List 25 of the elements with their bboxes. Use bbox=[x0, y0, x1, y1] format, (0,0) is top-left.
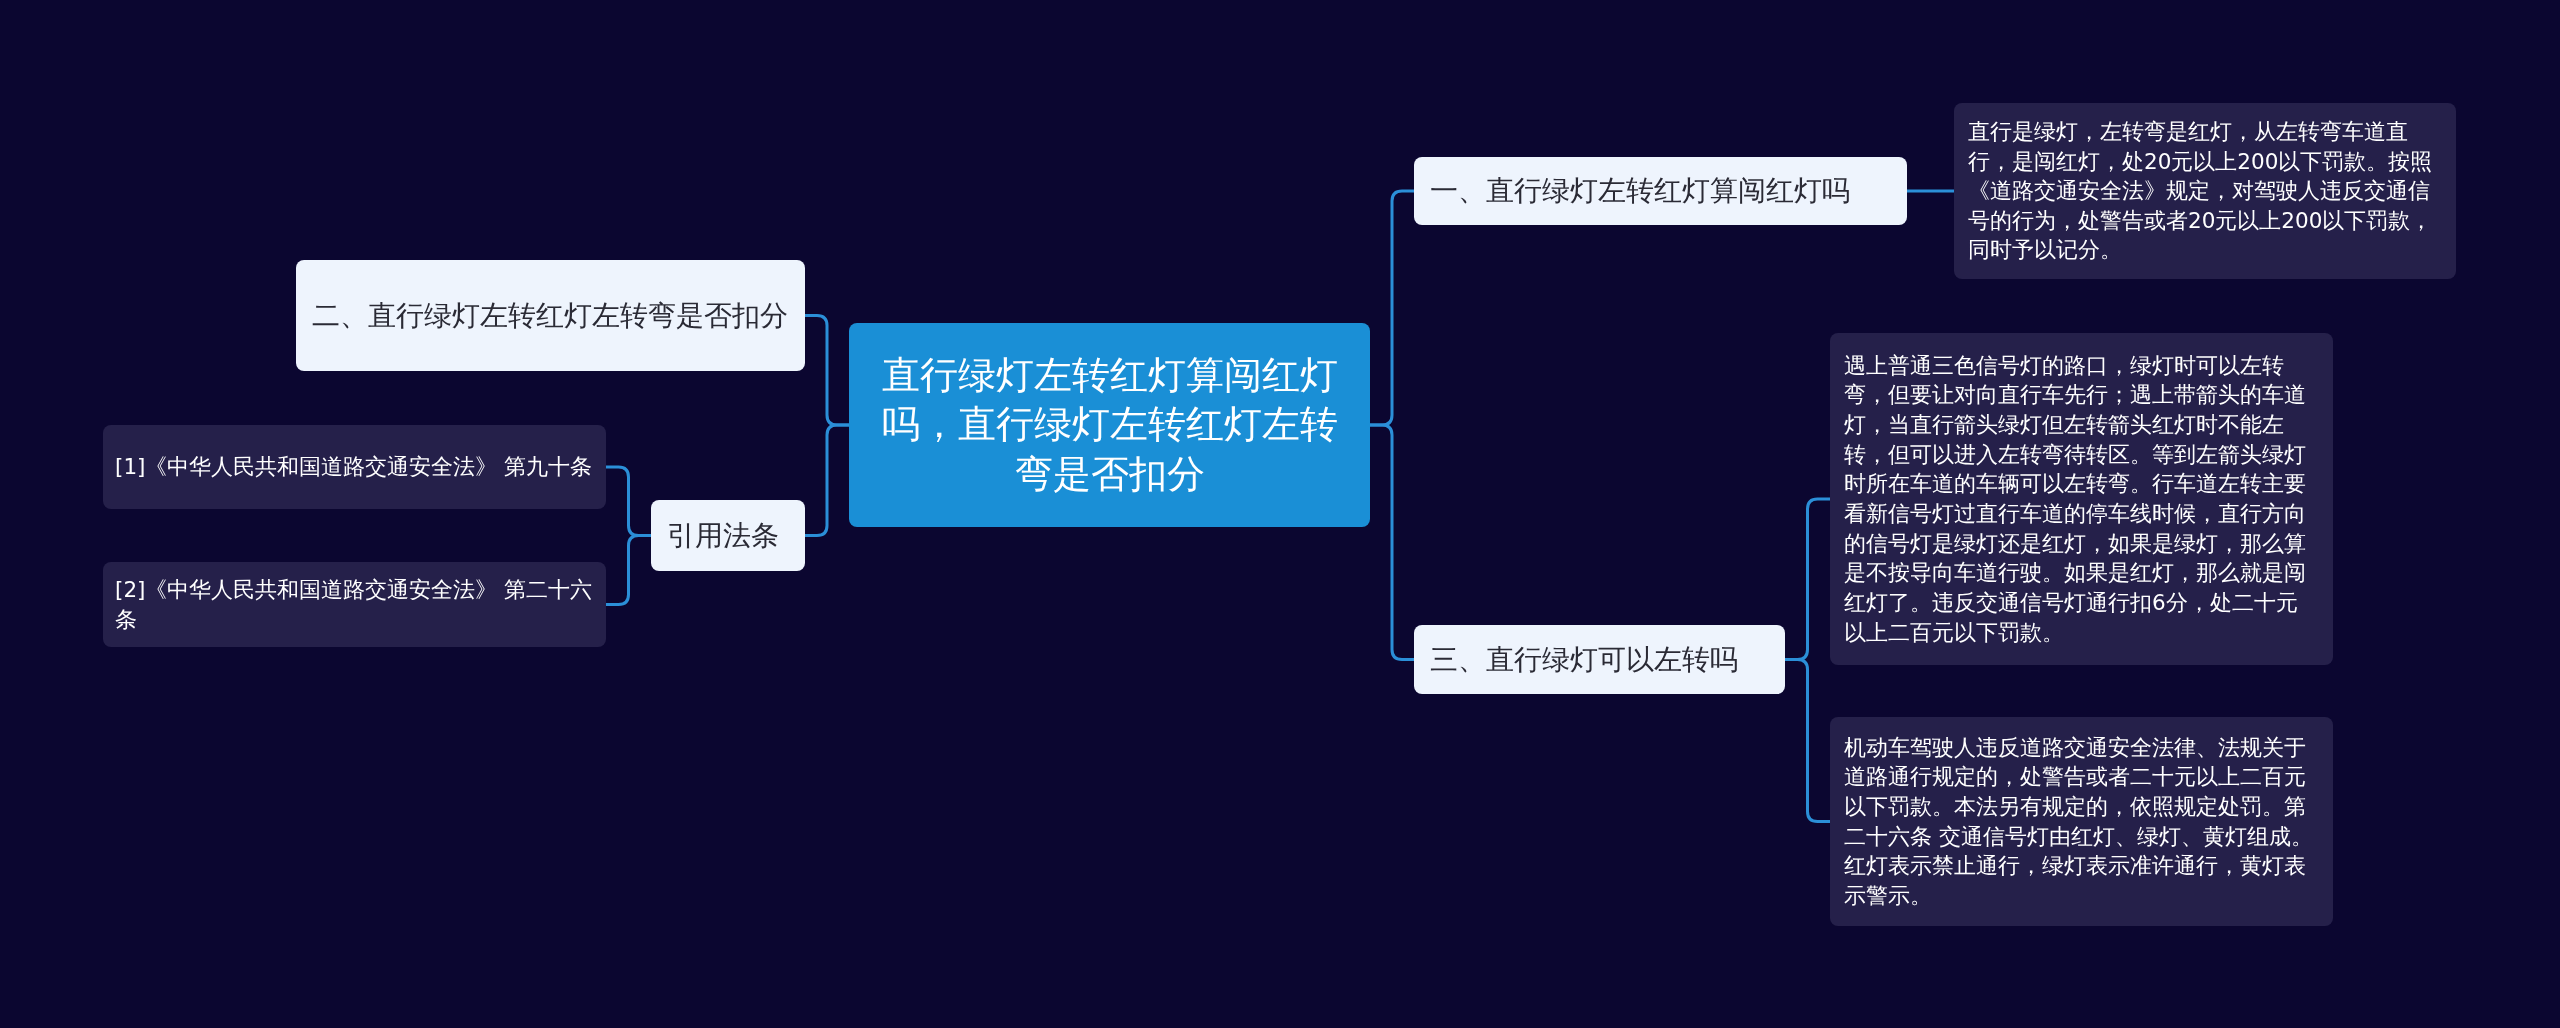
note-card bbox=[1954, 103, 2456, 279]
note-card bbox=[1830, 717, 2333, 926]
central-topic bbox=[849, 323, 1370, 527]
topic-text: 直行绿灯左转红灯算闯红灯吗，直行绿灯左转红灯左转弯是否扣分 bbox=[880, 351, 1339, 498]
topic-text: 直行是绿灯，左转弯是红灯，从左转弯车道直行，是闯红灯，处20元以上200以下罚款。按照《道路交通安全法》规定，对驾驶人违反交通信号的行为，处警告或者20元以上200以下罚款，同时予以记分。 bbox=[1968, 117, 2434, 265]
topic-text: 一、直行绿灯左转红灯算闯红灯吗 bbox=[1430, 173, 1850, 210]
topic-box bbox=[296, 260, 805, 371]
connector-line bbox=[606, 534, 651, 606]
topic-text: 二、直行绿灯左转红灯左转弯是否扣分 bbox=[312, 297, 788, 334]
topic-text: 三、直行绿灯可以左转吗 bbox=[1430, 641, 1738, 678]
note-card bbox=[1830, 333, 2333, 665]
connector-line bbox=[1370, 423, 1414, 661]
connector-line bbox=[1785, 658, 1830, 823]
topic-text: 引用法条 bbox=[667, 517, 779, 554]
reference-card bbox=[103, 425, 606, 509]
topic-text: 遇上普通三色信号灯的路口，绿灯时可以左转弯，但要让对向直行车先行；遇上带箭头的车道灯，当直行箭头绿灯但左转箭头红灯时不能左转，但可以进入左转弯待转区。等到左箭头绿灯时所在车道的车辆可以左转弯。行车道左转主要看新信号灯过直行车道的停车线时候，直行方向的信号灯是绿灯还是红灯，如果是绿灯，那么算是不按导向车道行驶。如果是红灯，那么就是闯红灯了。违反交通信号灯通行扣6分，处二十元以上二百元以下罚款。 bbox=[1844, 351, 2307, 647]
topic-box bbox=[1414, 157, 1907, 225]
topic-text: 机动车驾驶人违反道路交通安全法律、法规关于道路通行规定的，处警告或者二十元以上二百元以下罚款。本法另有规定的，依照规定处罚。第二十六条 交通信号灯由红灯、绿灯、黄灯组成。红灯表示禁止通行，绿灯表示准许通行，黄灯表示警示。 bbox=[1844, 733, 2314, 910]
reference-card bbox=[103, 562, 606, 647]
topic-text: [1]《中华人民共和国道路交通安全法》 第九十条 bbox=[115, 453, 593, 482]
topic-text: [2]《中华人民共和国道路交通安全法》 第二十六条 bbox=[115, 575, 594, 634]
topic-box bbox=[651, 500, 805, 571]
connector-line bbox=[805, 423, 849, 537]
topic-box bbox=[1414, 625, 1785, 694]
connector-line bbox=[1907, 189, 1954, 193]
